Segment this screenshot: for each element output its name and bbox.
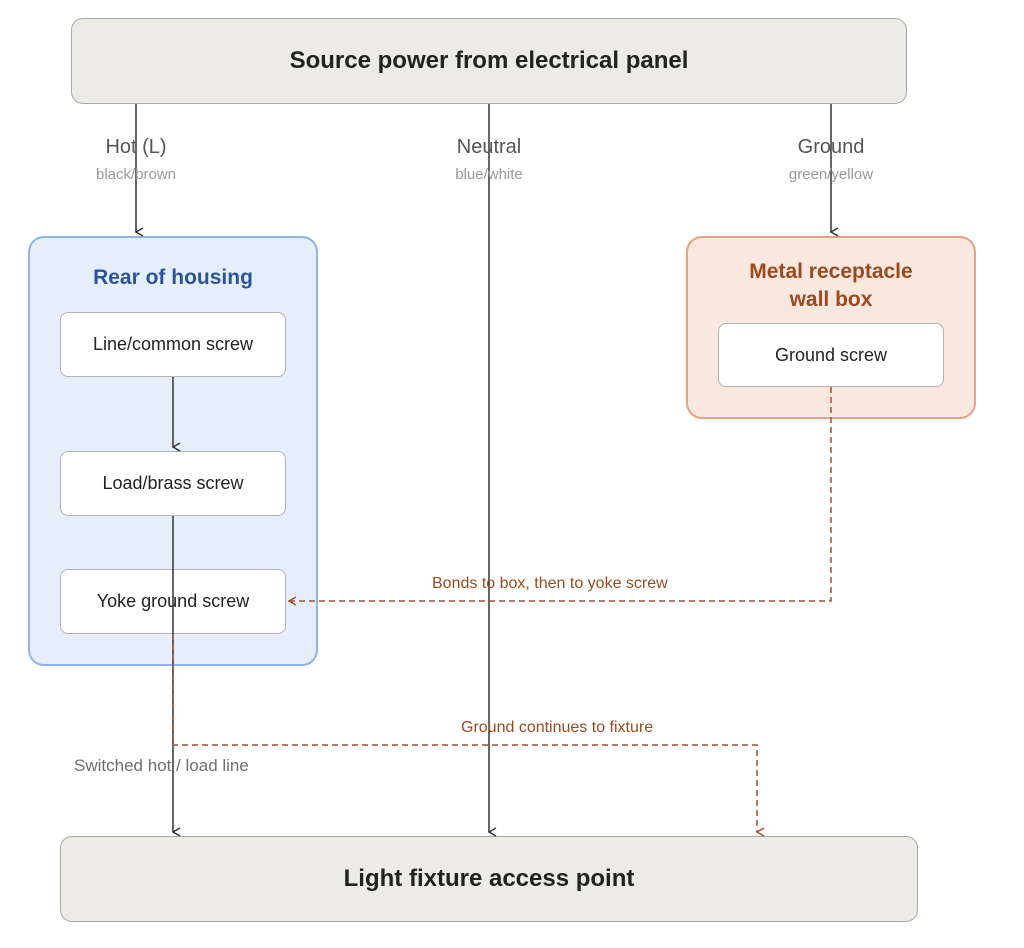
hot-wire-color: black/brown: [95, 166, 177, 183]
ground-wire-color: green/yellow: [788, 166, 874, 183]
source-power-label: Source power from electrical panel: [289, 47, 689, 74]
neutral-wire-color: blue/white: [455, 166, 523, 183]
ground-screw: Ground screw: [718, 323, 944, 387]
hot-wire-name: Hot (L): [105, 136, 167, 158]
ground-continues-label: Ground continues to fixture: [461, 719, 654, 736]
light-fixture-label: Light fixture access point: [343, 865, 635, 892]
ground-screw-label: Ground screw: [774, 344, 888, 365]
bonds-to-box-label: Bonds to box, then to yoke screw: [432, 575, 668, 592]
light-fixture-box: Light fixture access point: [60, 836, 918, 922]
neutral-wire-name: Neutral: [456, 136, 522, 158]
fixture-ground-dashed-line: [172, 634, 765, 837]
ground-wire-name: Ground: [797, 136, 865, 158]
switched-hot-label: Switched hot / load line: [74, 756, 249, 775]
load-brass-screw-label: Load/brass screw: [102, 473, 244, 493]
wall-box-title: Metal receptacle wall box: [749, 260, 913, 311]
bond-ground-dashed-line: [287, 387, 832, 606]
line-common-screw: Line/common screw: [60, 312, 286, 377]
rear-housing-title: Rear of housing: [93, 266, 253, 289]
line-common-screw-label: Line/common screw: [92, 334, 254, 354]
source-power-box: Source power from electrical panel: [71, 18, 907, 104]
